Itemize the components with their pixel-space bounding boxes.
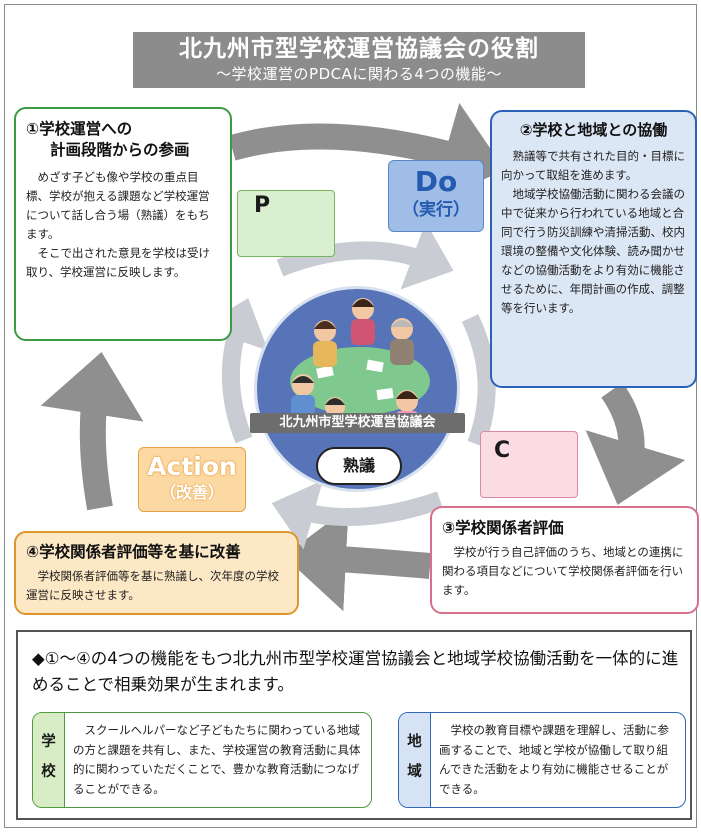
page-frame <box>4 4 697 828</box>
arrow-bottom <box>283 507 432 612</box>
phase-p-box: P <box>237 190 335 257</box>
inner-arrow-bottom <box>271 480 443 550</box>
card-check-heading: ③学校関係者評価 <box>442 519 564 537</box>
card-action-heading: ④学校関係者評価等を基に改善 <box>26 543 241 561</box>
card-plan: ①学校運営への 計画段階からの参画 めざす子ども像や学校の重点目標、学校が抱える… <box>14 107 232 341</box>
card-plan-heading-1: ①学校運営への <box>26 120 133 138</box>
phase-action-label: Action <box>147 452 237 481</box>
card-plan-para-1: めざす子ども像や学校の重点目標、学校が抱える課題など学校運営について話し合う場（… <box>26 170 210 241</box>
synergy-summary: ◆①～④の4つの機能をもつ北九州市型学校運営協議会と地域学校協働活動を一体的に進… <box>32 649 679 694</box>
card-plan-para-2: そこで出された意見を学校は受け取り、学校運営に反映します。 <box>26 246 210 279</box>
page-title: 北九州市型学校運営協議会の役割 <box>179 36 539 62</box>
school-benefit-box: 学 校 スクールヘルパーなど子どもたちに関わっている地域の方と課題を共有し、また… <box>32 712 372 808</box>
pdca-cycle-arrows <box>40 102 686 612</box>
title-banner: 北九州市型学校運営協議会の役割 ～学校運営のPDCAに関わる4つの機能～ <box>133 32 585 88</box>
phase-c-box: C <box>480 431 578 498</box>
card-check: ③学校関係者評価 学校が行う自己評価のうち、地域との連携に関わる項目などについて… <box>430 506 699 614</box>
inner-arrow-left <box>200 298 269 444</box>
card-do-body: 熟議等で共有された目的・目標に向かって取組を進めます。 地域学校協働活動に関わる… <box>501 147 686 318</box>
card-action-body: 学校関係者評価等を基に熟議し、次年度の学校運営に反映させます。 <box>26 567 287 605</box>
arrow-right <box>585 382 686 505</box>
card-check-para-1: 学校が行う自己評価のうち、地域との連携に関わる項目などについて学校関係者評価を行… <box>442 545 684 597</box>
arrow-left <box>40 352 144 511</box>
school-side-char-2: 校 <box>41 764 56 780</box>
phase-do-sublabel: （実行） <box>402 200 470 220</box>
community-side-label: 地 域 <box>399 713 431 807</box>
community-side-char-1: 地 <box>407 734 422 750</box>
school-side-char-1: 学 <box>41 734 56 750</box>
phase-action-sublabel: （改善） <box>159 483 224 502</box>
page-subtitle: ～学校運営のPDCAに関わる4つの機能～ <box>216 65 502 83</box>
phase-action-tag: Action （改善） <box>138 447 246 512</box>
community-benefit-box: 地 域 学校の教育目標や課題を理解し、活動に参画することで、地域と学校が協働して… <box>398 712 686 808</box>
card-check-body: 学校が行う自己評価のうち、地域との連携に関わる項目などについて学校関係者評価を行… <box>442 543 687 600</box>
inner-arrow-right <box>461 314 496 448</box>
arrow-top <box>228 102 506 203</box>
card-do-para-2: 地域学校協働活動に関わる会議の中で従来から行われている地域と合同で行う防災訓練や… <box>501 187 685 315</box>
school-benefit-text: スクールヘルパーなど子どもたちに関わっている地域の方と課題を共有し、また、学校運… <box>73 723 361 796</box>
card-action-para-1: 学校関係者評価等を基に熟議し、次年度の学校運営に反映させます。 <box>26 569 279 602</box>
community-benefit-text: 学校の教育目標や課題を理解し、活動に参画することで、地域と学校が協働して取り組ん… <box>439 723 669 796</box>
deliberation-bubble: 熟議 <box>316 447 402 485</box>
phase-do-label: Do <box>414 165 458 198</box>
card-do-heading: ②学校と地域との協働 <box>519 121 668 139</box>
card-action: ④学校関係者評価等を基に改善 学校関係者評価等を基に熟議し、次年度の学校運営に反… <box>14 531 299 615</box>
school-side-label: 学 校 <box>33 713 65 807</box>
card-plan-heading-2: 計画段階からの参画 <box>50 141 190 159</box>
inner-arrow-top <box>276 221 454 290</box>
phase-do-tag: Do （実行） <box>388 160 484 232</box>
card-do: ②学校と地域との協働 熟議等で共有された目的・目標に向かって取組を進めます。 地… <box>490 110 697 388</box>
council-name-label: 北九州市型学校運営協議会 <box>250 413 465 433</box>
meeting-people-illustration <box>290 298 430 430</box>
synergy-panel: ◆①～④の4つの機能をもつ北九州市型学校運営協議会と地域学校協働活動を一体的に進… <box>16 630 692 820</box>
card-do-para-1: 熟議等で共有された目的・目標に向かって取組を進めます。 <box>501 149 685 182</box>
community-side-char-2: 域 <box>407 764 422 780</box>
card-plan-body: めざす子ども像や学校の重点目標、学校が抱える課題など学校運営について話し合う場（… <box>26 168 220 282</box>
